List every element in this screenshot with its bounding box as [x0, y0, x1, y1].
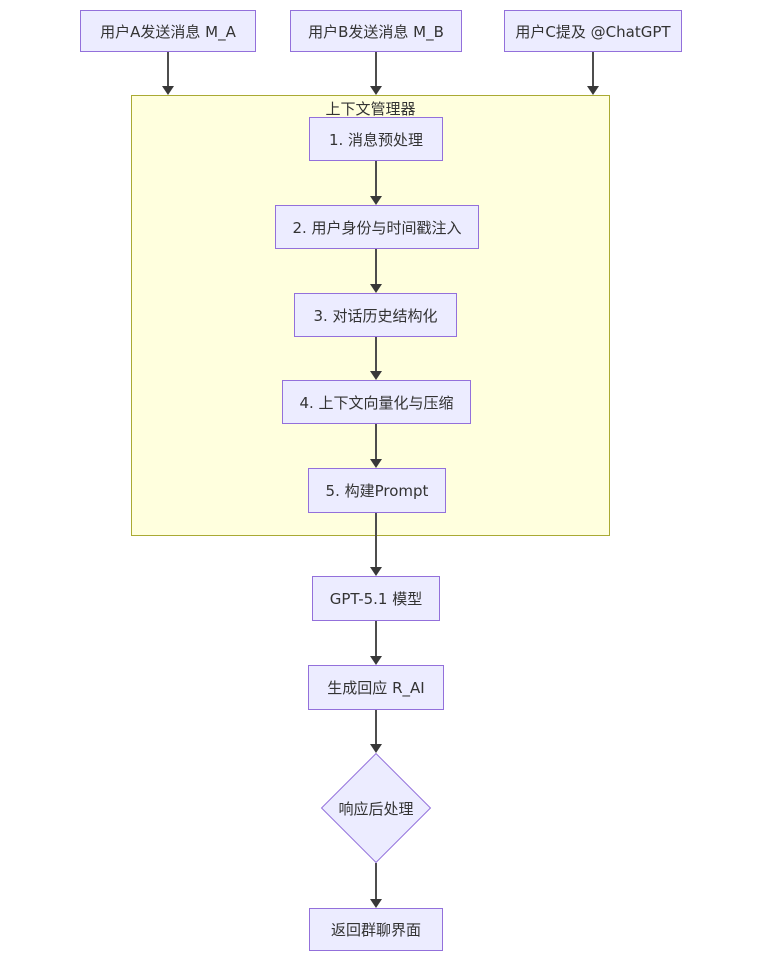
node-model-label: GPT-5.1 模型: [329, 590, 423, 608]
step-node-history-structuring: 3. 对话历史结构化: [294, 293, 457, 337]
step-1-label: 1. 消息预处理: [328, 130, 424, 149]
edge-step2-to-step3: [370, 249, 382, 293]
step-node-message-preprocess: 1. 消息预处理: [309, 117, 443, 161]
step-node-identity-timestamp: 2. 用户身份与时间戳注入: [275, 205, 479, 249]
node-response-label: 生成回应 R_AI: [327, 679, 425, 697]
edge-step4-to-step5: [370, 424, 382, 468]
step-2-label: 2. 用户身份与时间戳注入: [292, 218, 462, 237]
node-user-a-message: 用户A发送消息 M_A: [80, 10, 256, 52]
node-generate-response: 生成回应 R_AI: [308, 665, 444, 710]
node-final-label: 返回群聊界面: [330, 921, 421, 939]
step-node-build-prompt: 5. 构建Prompt: [308, 468, 446, 513]
step-4-label: 4. 上下文向量化与压缩: [299, 393, 454, 412]
decision-node-label: 响应后处理: [338, 799, 414, 818]
node-return-to-chat: 返回群聊界面: [309, 908, 443, 951]
edge-model-to-response: [370, 621, 382, 665]
edge-step1-to-step2: [370, 161, 382, 205]
step-5-label: 5. 构建Prompt: [325, 482, 429, 500]
step-node-vectorize-compress: 4. 上下文向量化与压缩: [282, 380, 471, 424]
edge-user-a-to-context-manager: [162, 52, 174, 95]
context-manager-title: 上下文管理器: [325, 100, 416, 118]
edge-user-b-to-context-manager: [370, 52, 382, 95]
step-3-label: 3. 对话历史结构化: [313, 306, 438, 325]
node-user-c-mention: 用户C提及 @ChatGPT: [504, 10, 682, 52]
edge-step5-to-model: [370, 513, 382, 576]
node-user-b-label: 用户B发送消息 M_B: [308, 22, 444, 41]
edge-step3-to-step4: [370, 337, 382, 380]
node-gpt-model: GPT-5.1 模型: [312, 576, 440, 621]
edge-user-c-to-context-manager: [587, 52, 599, 95]
edge-response-to-decision: [370, 710, 382, 753]
node-user-c-label: 用户C提及 @ChatGPT: [515, 22, 671, 41]
node-user-a-label: 用户A发送消息 M_A: [100, 22, 236, 41]
node-user-b-message: 用户B发送消息 M_B: [290, 10, 462, 52]
edge-decision-to-final: [370, 863, 382, 908]
